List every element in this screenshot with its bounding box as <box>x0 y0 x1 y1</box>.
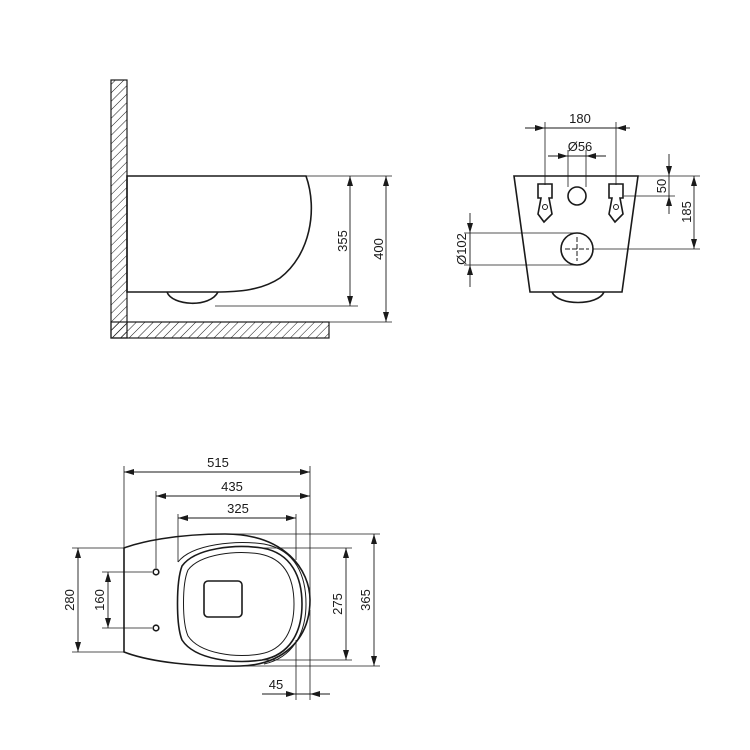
bowl-opening <box>203 580 243 618</box>
wall-hatch <box>110 79 128 339</box>
dim-label-50: 50 <box>654 179 669 193</box>
front-view: 180 Ø56 50 185 Ø102 <box>454 111 700 304</box>
dim-label-160: 160 <box>92 589 107 611</box>
dim-label-102: Ø102 <box>454 233 469 265</box>
side-view: 355 400 <box>110 79 392 339</box>
dim-label-355: 355 <box>335 230 350 252</box>
dim-label-185: 185 <box>679 201 694 223</box>
top-view: 515 435 325 280 160 275 365 <box>62 455 380 700</box>
inlet-circle <box>567 186 587 206</box>
dim-label-325: 325 <box>227 501 249 516</box>
bolt-hole-top <box>152 568 160 576</box>
bolt-hole-left <box>537 183 553 224</box>
floor-hatch <box>110 321 330 339</box>
dim-label-45: 45 <box>269 677 283 692</box>
front-body <box>513 175 639 293</box>
bowl-outline <box>123 533 311 667</box>
dim-label-275: 275 <box>330 593 345 615</box>
dim-label-515: 515 <box>207 455 229 470</box>
outlet-bulge <box>166 291 219 304</box>
seat-inner <box>183 552 295 656</box>
dim-label-400: 400 <box>371 238 386 260</box>
dim-label-435: 435 <box>221 479 243 494</box>
bolt-hole-bottom <box>152 624 160 632</box>
dim-label-56: Ø56 <box>568 139 593 154</box>
dim-label-180: 180 <box>569 111 591 126</box>
dim-label-280: 280 <box>62 589 77 611</box>
seat-outline <box>176 545 303 663</box>
bolt-hole-right <box>608 183 624 224</box>
dim-label-365: 365 <box>358 589 373 611</box>
bowl-profile <box>126 175 313 293</box>
